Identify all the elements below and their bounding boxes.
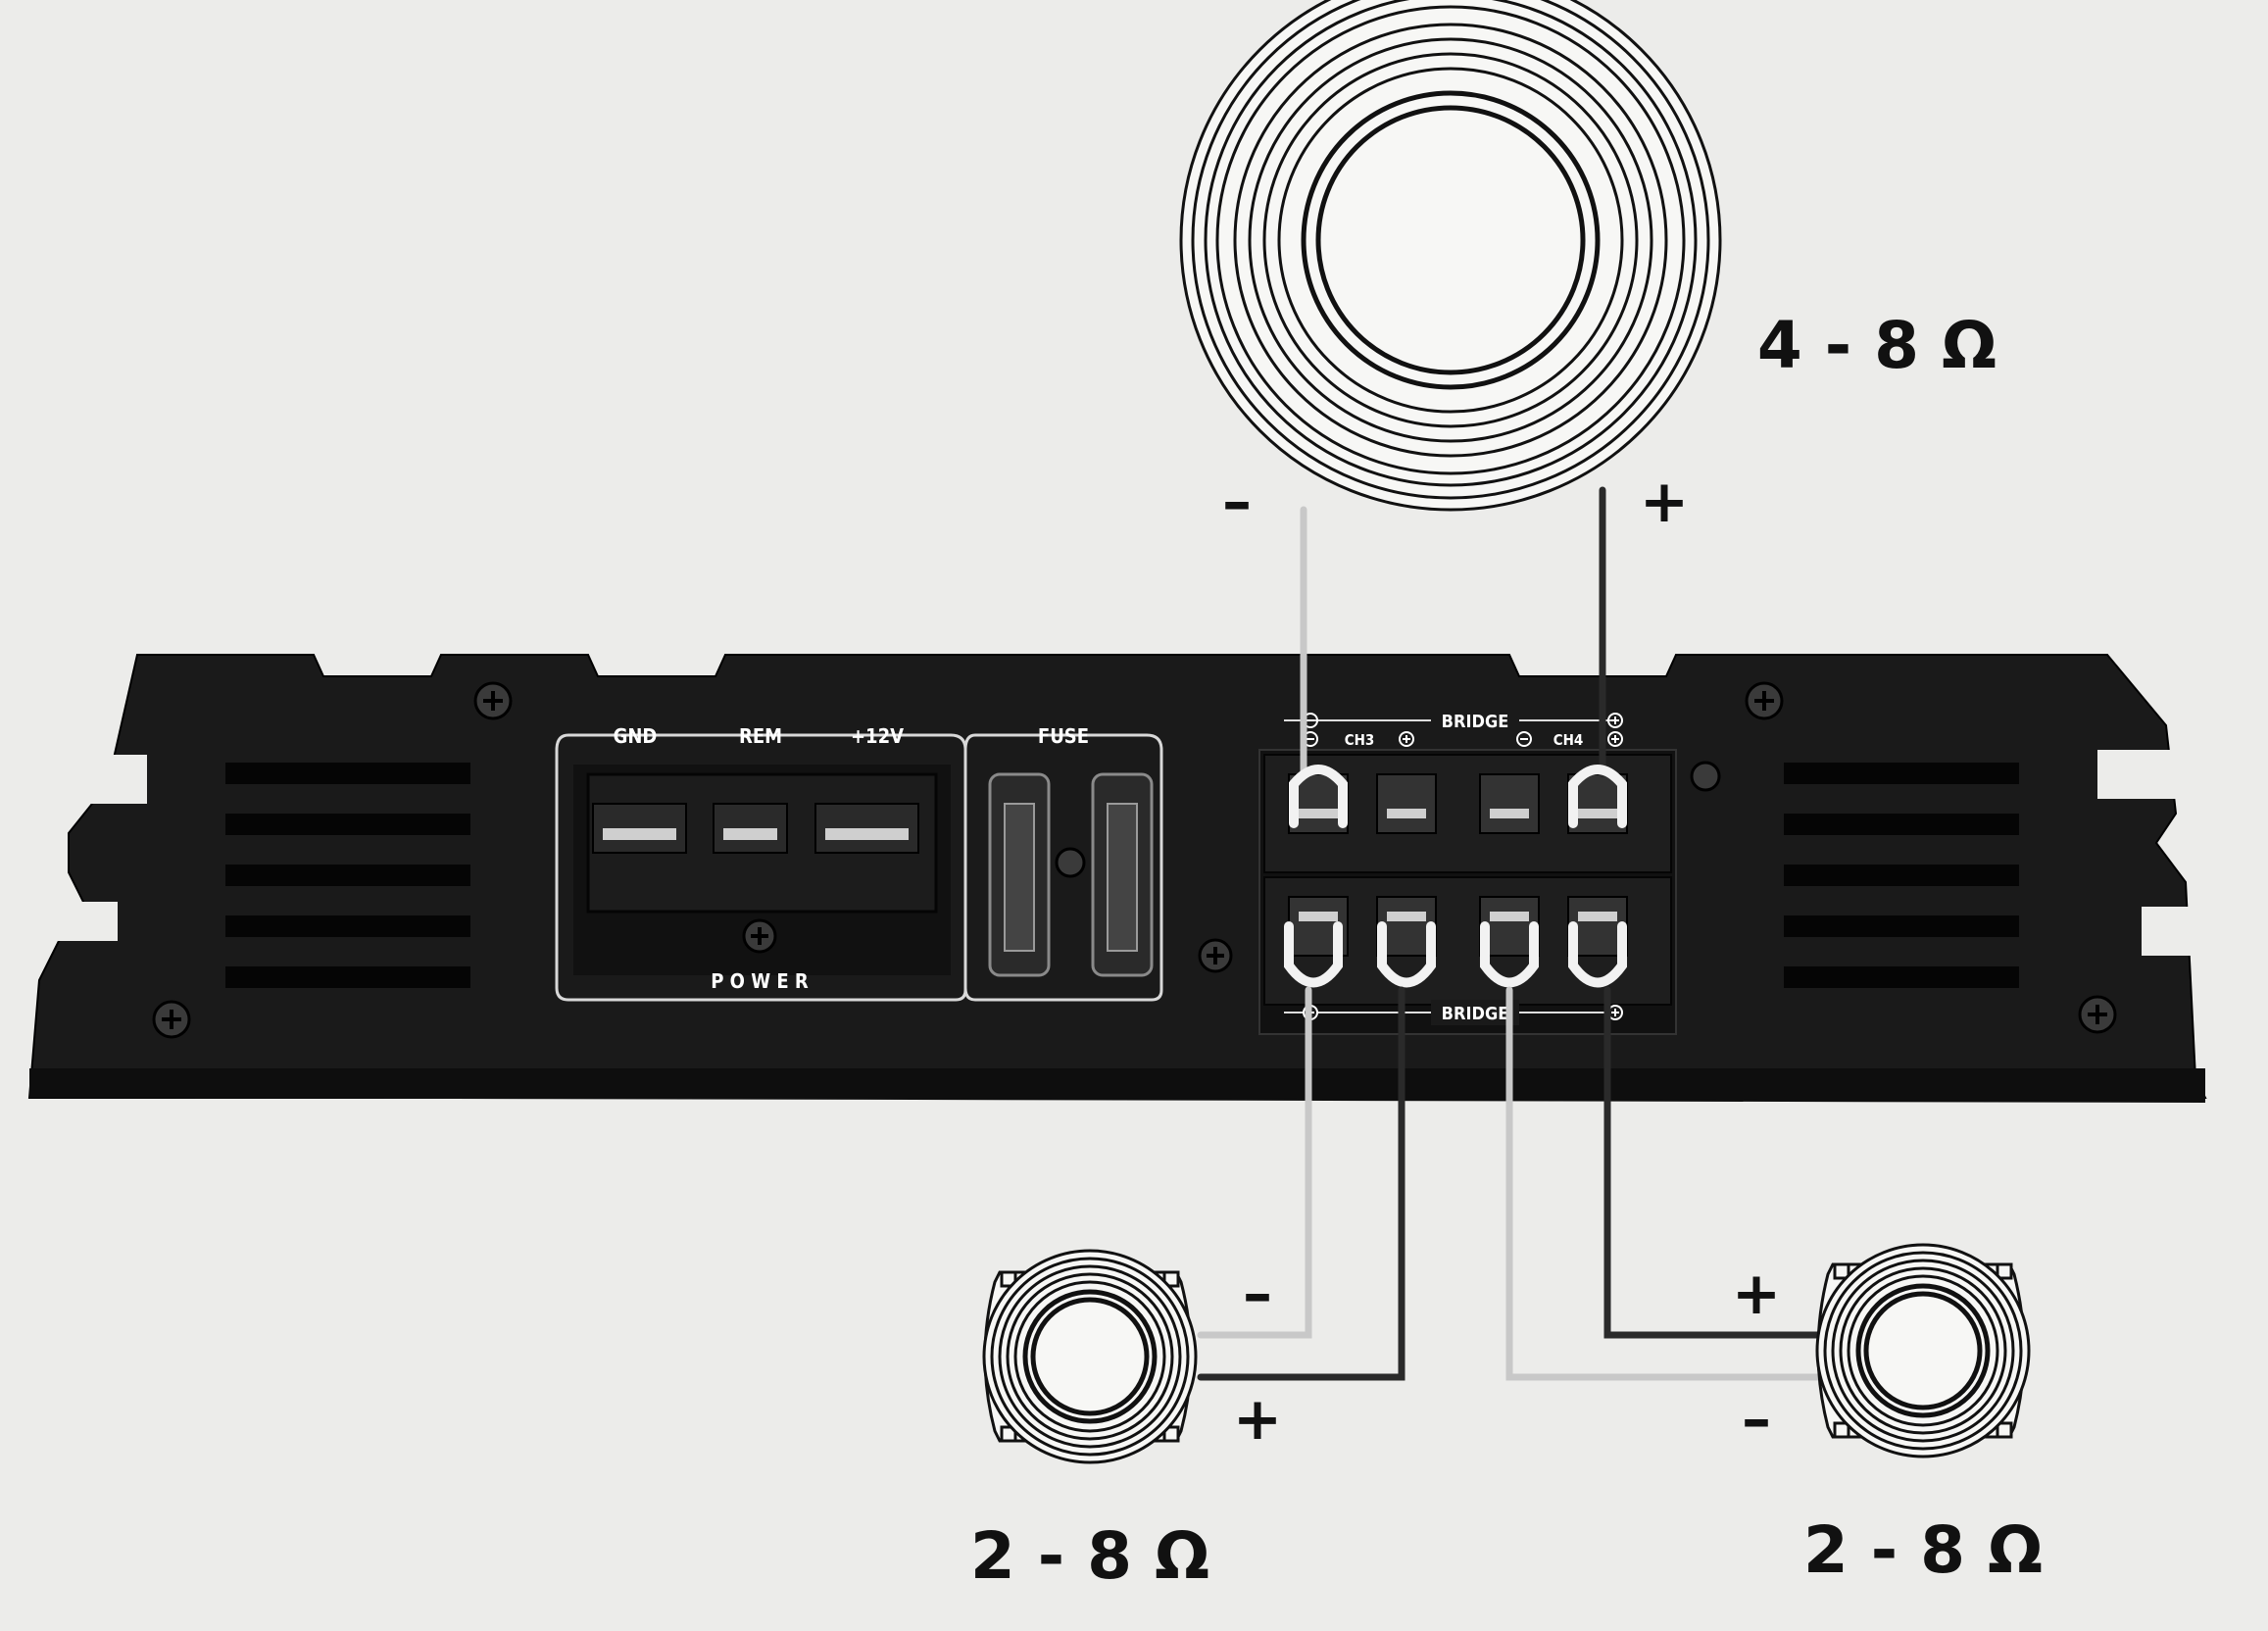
- plus-symbol-icon: [1607, 731, 1623, 747]
- minus-symbol-icon: [1516, 731, 1532, 747]
- wire-right-negative: [1505, 986, 1827, 1381]
- fuse-block: FUSE: [963, 724, 1163, 1002]
- ch3-label: CH3: [1345, 731, 1375, 749]
- right-notch-2: [2142, 907, 2268, 956]
- connector-loop-ch2-pos: [1568, 921, 1627, 988]
- connector-loop-ch3-neg: [1289, 765, 1348, 828]
- screw-icon: [742, 918, 777, 954]
- ch4-label: CH4: [1553, 731, 1584, 749]
- bridge-label-top: BRIDGE: [1442, 712, 1509, 732]
- left-speaker-icon: [982, 1249, 1198, 1464]
- power-terminal-block: GND REM +12V P O W E R: [555, 724, 967, 1002]
- ch4-negative-terminal[interactable]: [1479, 773, 1540, 834]
- plus-symbol-icon: [1399, 731, 1414, 747]
- right-vents: [1784, 763, 2019, 988]
- screw-icon: [1198, 938, 1233, 973]
- left-positive-sign: +: [1233, 1385, 1282, 1454]
- right-notch-1: [2097, 750, 2268, 799]
- right-impedance-label: 2 - 8 Ω: [1803, 1512, 2043, 1588]
- power-block-outline: [555, 733, 967, 1002]
- amplifier: GND REM +12V P O W E R FUSE: [0, 654, 2268, 1103]
- bridge-label-bottom: BRIDGE: [1442, 1004, 1509, 1024]
- connector-loop-ch2-neg: [1480, 921, 1539, 988]
- bridged-negative-sign: –: [1222, 468, 1252, 536]
- bridged-impedance-label: 4 - 8 Ω: [1757, 308, 1997, 383]
- plus-symbol-icon: [1607, 713, 1623, 728]
- rem-label: REM: [739, 724, 782, 748]
- bridged-speaker-icon: [1179, 0, 1722, 512]
- wires: [1197, 486, 1827, 1381]
- screw-icon: [1055, 847, 1086, 878]
- power-label: P O W E R: [711, 969, 809, 993]
- wire-right-positive: [1603, 986, 1827, 1339]
- screw-icon: [2078, 995, 2117, 1034]
- screw-icon: [1745, 681, 1784, 720]
- left-notch-2: [0, 902, 118, 941]
- screw-icon: [152, 1000, 191, 1039]
- screw-icon: [1690, 761, 1721, 792]
- right-negative-sign: –: [1742, 1385, 1771, 1454]
- ch3-positive-terminal[interactable]: [1376, 773, 1437, 834]
- right-positive-sign: +: [1732, 1260, 1781, 1328]
- left-vents: [225, 763, 470, 988]
- left-impedance-label: 2 - 8 Ω: [970, 1518, 1209, 1594]
- connector-loop-ch1-neg: [1284, 921, 1343, 988]
- plus12v-label: +12V: [851, 724, 904, 748]
- wire-left-positive: [1197, 986, 1405, 1381]
- screw-icon: [473, 681, 513, 720]
- fuse-block-outline: [963, 733, 1163, 1002]
- fuse-label: FUSE: [1038, 724, 1089, 748]
- gnd-label: GND: [614, 724, 658, 748]
- right-speaker-icon: [1815, 1243, 2031, 1458]
- wire-left-negative: [1197, 986, 1312, 1339]
- connector-loop-ch4-pos: [1568, 765, 1627, 828]
- connector-loop-ch1-pos: [1377, 921, 1436, 988]
- left-negative-sign: –: [1243, 1260, 1272, 1328]
- left-notch-1: [0, 755, 147, 804]
- bridged-positive-sign: +: [1640, 468, 1689, 536]
- amplifier-base: [29, 1068, 2205, 1103]
